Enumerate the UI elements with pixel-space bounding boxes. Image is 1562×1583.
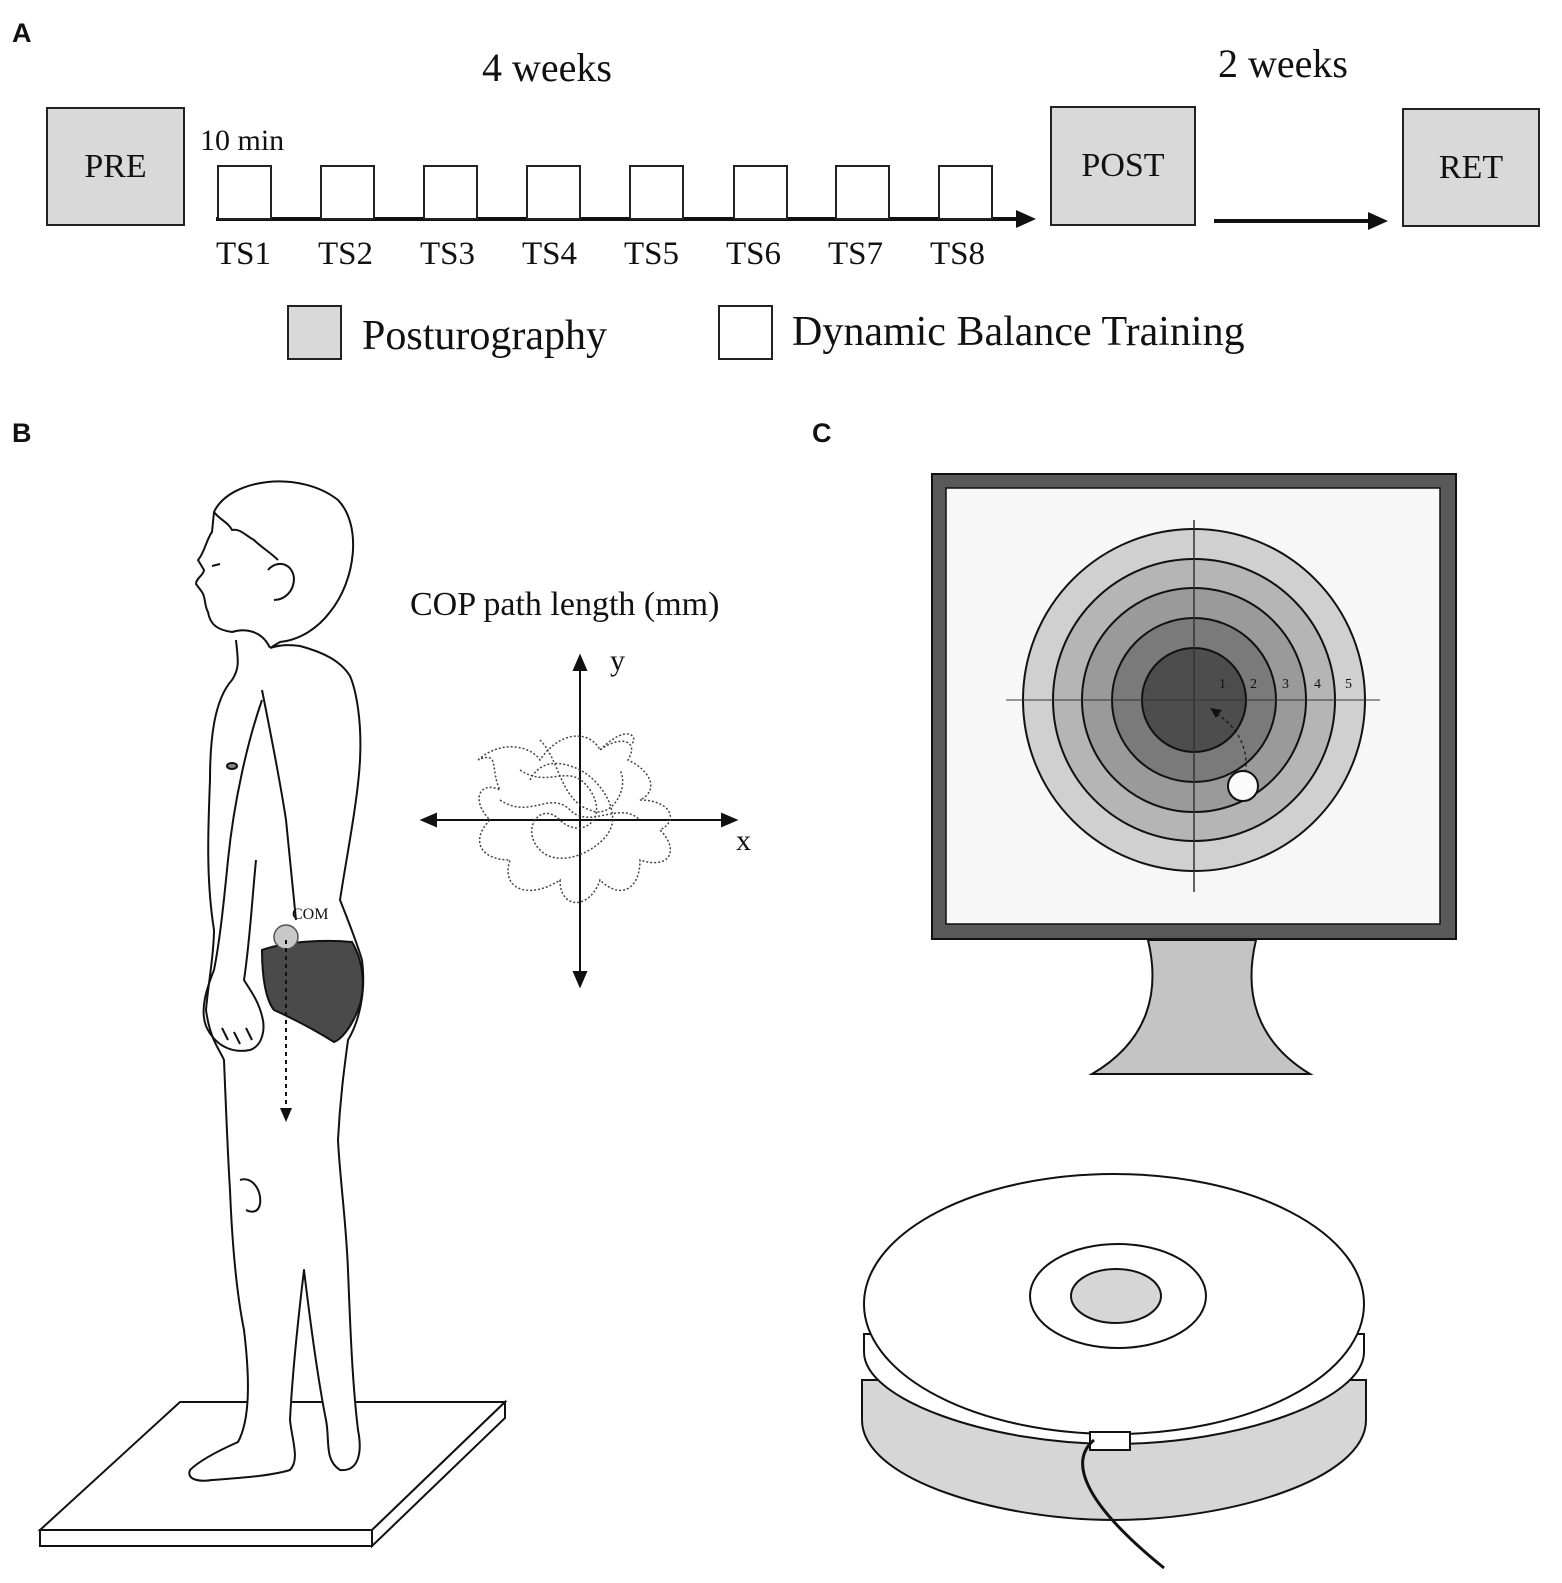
session-label-3: TS3 [420,236,476,272]
legend-training-swatch [718,305,773,360]
session-box-1 [217,165,272,220]
ring-number-2: 2 [1250,677,1257,692]
cop-axis-y-label: y [610,644,625,677]
monitor-screen [945,487,1441,925]
training-duration-label: 4 weeks [482,45,612,90]
post-box: POST [1050,106,1196,226]
monitor-stand [1088,939,1314,1075]
balance-board [861,1173,1367,1570]
legend-training-label: Dynamic Balance Training [792,309,1245,355]
target-ring-1 [1141,647,1247,753]
pre-box: PRE [46,107,185,226]
ring-number-1: 1 [1219,677,1226,692]
target-ring-2 [1111,617,1277,783]
session-label-7: TS7 [828,236,884,272]
session-label-5: TS5 [624,236,680,272]
ring-number-4: 4 [1314,677,1321,692]
session-label-6: TS6 [726,236,782,272]
cop-sway-trace [477,733,672,904]
session-box-5 [629,165,684,220]
session-box-6 [733,165,788,220]
shorts [260,939,364,1044]
force-plate [37,1399,508,1549]
cop-axes [419,653,739,989]
legend-posturography-label: Posturography [362,313,607,359]
timeline-graphic [216,165,1388,360]
session-box-4 [526,165,581,220]
session-label-2: TS2 [318,236,374,272]
session-box-3 [423,165,478,220]
ret-box: RET [1402,108,1540,227]
com-marker [273,924,299,950]
cop-title: COP path length (mm) [410,586,720,623]
panel-label-b: B [12,418,32,448]
com-label: COM [292,906,329,923]
balance-cursor [1227,770,1259,802]
ring-number-5: 5 [1345,677,1352,692]
session-length-label: 10 min [200,124,285,157]
session-box-8 [938,165,993,220]
ring-number-3: 3 [1282,677,1289,692]
post-label: POST [1081,147,1165,184]
target-rings [1022,528,1366,872]
target-ring-5 [1022,528,1366,872]
panel-label-a: A [12,18,32,48]
session-label-1: TS1 [216,236,272,272]
child-figure [188,480,365,1482]
session-box-2 [320,165,375,220]
session-label-4: TS4 [522,236,578,272]
target-ring-3 [1081,587,1307,813]
retention-duration-label: 2 weeks [1218,41,1348,86]
pre-label: PRE [84,147,147,185]
legend-posturography-swatch [287,305,342,360]
session-box-7 [835,165,890,220]
ret-label: RET [1438,148,1504,186]
session-label-8: TS8 [930,236,986,272]
monitor-frame [931,473,1457,940]
cop-axis-x-label: x [736,824,751,857]
panel-label-c: C [812,418,832,448]
target-ring-4 [1052,558,1336,842]
